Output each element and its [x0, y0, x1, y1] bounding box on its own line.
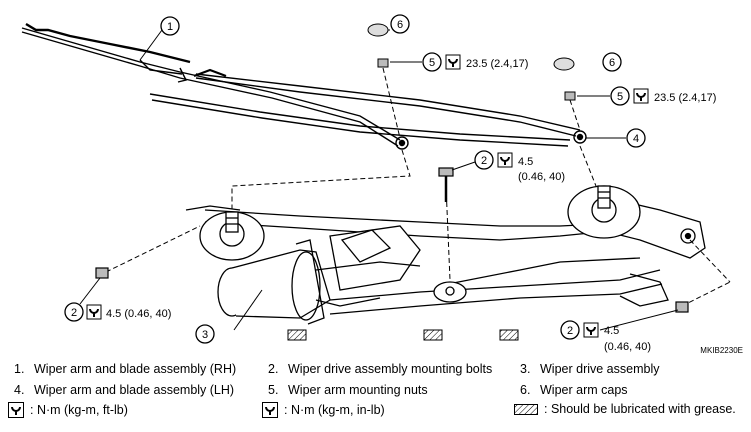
mounting-bolt-right [675, 301, 689, 313]
dashed-leaders [105, 67, 731, 307]
torque-value: 4.5 (0.46, 40) [106, 308, 171, 320]
wiper-arm-cap-rh [367, 23, 389, 37]
wiper-arm-nut-rh [377, 58, 389, 68]
torque-socket-icon [262, 402, 278, 418]
wiper-motor [217, 225, 421, 325]
callout-3: 3 [195, 289, 263, 344]
grease-mark [287, 329, 519, 341]
key-torque-ft-lb: : N·m (kg-m, ft-lb) [8, 402, 128, 418]
wiper-arm-lh [149, 68, 587, 147]
mounting-bolt-left [95, 267, 109, 279]
callout-5-number: 5 [617, 91, 623, 103]
callout-2-left: 2 4.5 (0.46, 40) [64, 277, 171, 322]
torque-value: 23.5 (2.4,17) [466, 58, 528, 70]
callout-6-number: 6 [609, 57, 615, 69]
legend-item-5: 5.Wiper arm mounting nuts [268, 383, 428, 397]
key-torque-in-lb: : N·m (kg-m, in-lb) [262, 402, 385, 418]
torque-value-alt: (0.46, 40) [604, 341, 651, 353]
callout-2-number: 2 [567, 325, 573, 337]
callout-3-number: 3 [202, 329, 208, 341]
torque-value-alt: (0.46, 40) [518, 171, 565, 183]
key-grease: : Should be lubricated with grease. [514, 402, 736, 416]
callout-5-rh: 5 23.5 (2.4,17) [390, 52, 528, 72]
legend-item-6: 6.Wiper arm caps [520, 383, 628, 397]
legend-item-2: 2.Wiper drive assembly mounting bolts [268, 362, 493, 376]
torque-wrench-icon [8, 402, 24, 418]
figure-reference-code: MKIB2230E [700, 346, 743, 355]
callout-6-lh: 6 [602, 52, 622, 72]
callout-5-lh: 5 23.5 (2.4,17) [577, 86, 716, 106]
callout-6-rh: 6 [388, 14, 410, 34]
callout-1-number: 1 [167, 21, 173, 33]
grease-icon [514, 404, 538, 415]
wiper-linkage [204, 195, 706, 315]
right-pivot [567, 185, 641, 239]
torque-value: 4.5 [604, 325, 619, 337]
center-pivot [433, 281, 467, 303]
callout-1: 1 [139, 16, 180, 61]
legend-item-1: 1.Wiper arm and blade assembly (RH) [14, 362, 237, 376]
legend-item-4: 4.Wiper arm and blade assembly (LH) [14, 383, 235, 397]
callout-2-number: 2 [481, 155, 487, 167]
wiper-arm-nut-lh [564, 91, 576, 101]
callout-5-number: 5 [429, 57, 435, 69]
wiper-arm-cap-lh [553, 57, 575, 71]
callout-4-number: 4 [633, 133, 639, 145]
callout-6-number: 6 [397, 19, 403, 31]
callout-2-center: 2 4.5 (0.46, 40) [451, 150, 565, 183]
legend-item-3: 3.Wiper drive assembly [520, 362, 660, 376]
torque-value: 4.5 [518, 156, 533, 168]
left-pivot [185, 205, 265, 261]
parts-legend: 1.Wiper arm and blade assembly (RH) 2.Wi… [0, 358, 751, 432]
mounting-bolt-top [438, 167, 454, 202]
callout-2-number: 2 [71, 307, 77, 319]
wiper-diagram: 1 6 5 23.5 (2.4,17) 6 5 23. [21, 14, 731, 353]
callout-2-right: 2 4.5 (0.46, 40) [560, 309, 679, 353]
callout-4: 4 [586, 128, 646, 148]
torque-value: 23.5 (2.4,17) [654, 92, 716, 104]
